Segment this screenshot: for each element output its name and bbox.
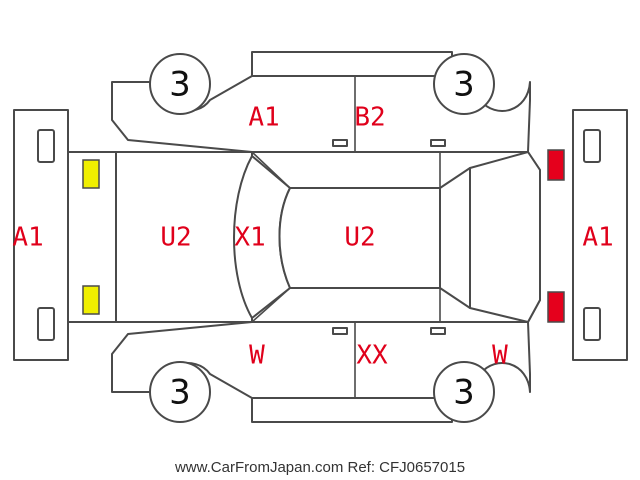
label-hood: U2 — [160, 223, 191, 253]
top-view-body — [67, 151, 541, 323]
wheel-rear-right: 3 — [433, 361, 495, 423]
label-right-front-door: W — [249, 341, 265, 371]
label-front-bumper: A1 — [12, 223, 43, 253]
wheel-rear-left-score: 3 — [169, 373, 191, 413]
label-rear-bumper: A1 — [582, 223, 613, 253]
rear-bumper — [572, 109, 628, 361]
wheel-rear-left: 3 — [149, 361, 211, 423]
wheel-front-left: 3 — [149, 53, 211, 115]
top-roof-rail — [251, 51, 453, 77]
label-left-rear-door: B2 — [354, 103, 385, 133]
label-left-front-door: A1 — [248, 103, 279, 133]
front-marker-yellow-bottom — [82, 285, 100, 315]
front-bumper — [13, 109, 69, 361]
wheel-front-left-score: 3 — [169, 65, 191, 105]
label-windshield: X1 — [234, 223, 265, 253]
label-right-rear-quarter: W — [492, 341, 508, 371]
wheel-front-right-score: 3 — [453, 65, 475, 105]
label-roof: U2 — [344, 223, 375, 253]
rear-marker-red-top — [547, 149, 565, 181]
source-reference: www.CarFromJapan.com Ref: CFJ0657015 — [174, 459, 466, 476]
bottom-roof-rail — [251, 397, 453, 423]
rear-marker-red-bottom — [547, 291, 565, 323]
front-marker-yellow-top — [82, 159, 100, 189]
label-right-rear-door: XX — [356, 341, 388, 371]
wheel-front-right: 3 — [433, 53, 495, 115]
wheel-rear-right-score: 3 — [453, 373, 475, 413]
